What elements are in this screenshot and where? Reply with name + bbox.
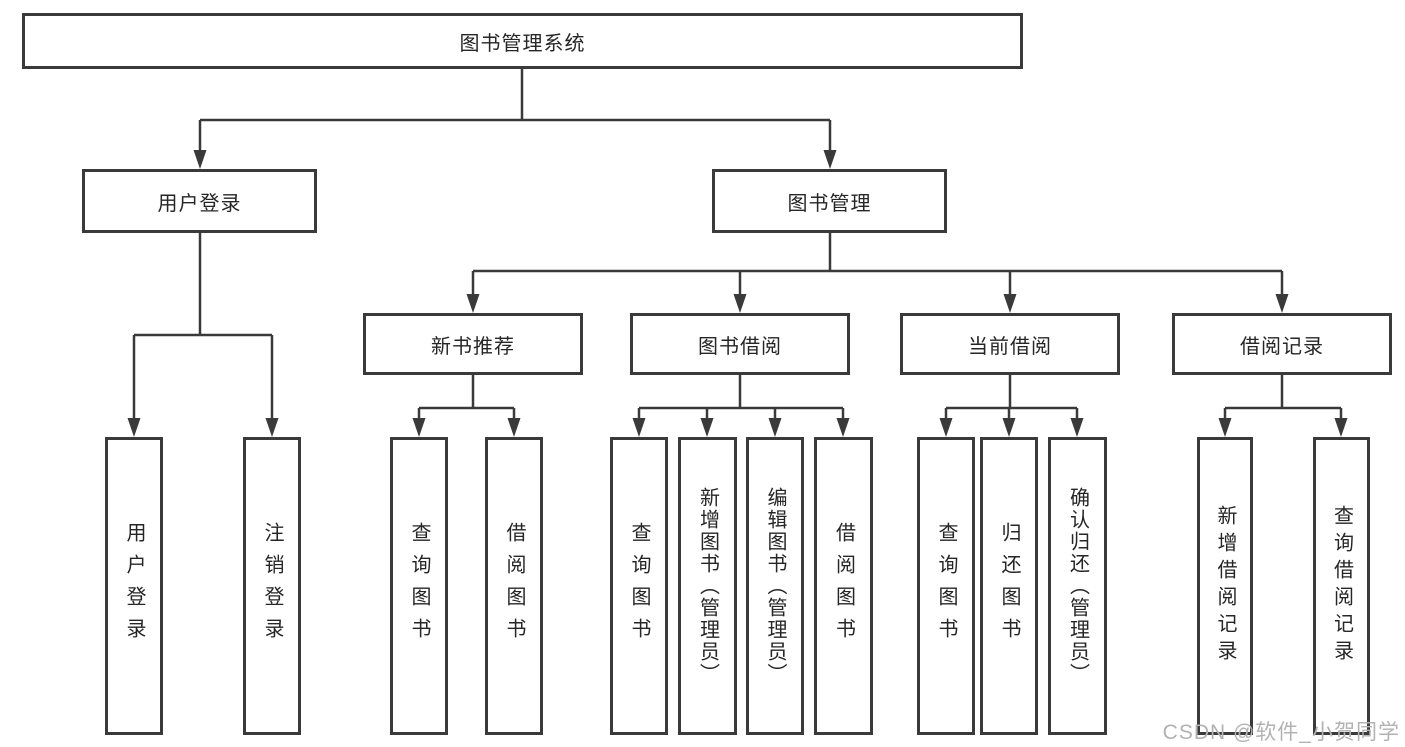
csdn-watermark: CSDN @软件_小贺同学 — [1162, 721, 1400, 744]
node-label: 新增图书（管理员） — [696, 487, 719, 685]
node-label: 注销登录 — [261, 522, 283, 650]
node-label: 确认归还（管理员） — [1066, 487, 1089, 685]
node-label: 归还图书 — [998, 522, 1020, 650]
node-label: 查询借阅记录 — [1330, 505, 1353, 667]
leaf-user-login: 用户登录 — [105, 437, 163, 735]
node-label: 新增借阅记录 — [1214, 505, 1236, 667]
leaf-add-borrow-record: 新增借阅记录 — [1197, 437, 1253, 735]
node-book-borrowing: 图书借阅 — [630, 313, 850, 375]
node-label: 借阅记录 — [1240, 335, 1324, 358]
node-label: 新书推荐 — [431, 335, 515, 358]
node-label: 查询图书 — [935, 522, 957, 650]
leaf-return-book: 归还图书 — [980, 437, 1038, 735]
leaf-borrow-books: 借阅图书 — [814, 437, 873, 735]
node-label: 用户登录 — [123, 522, 145, 650]
node-label: 用户登录 — [157, 192, 242, 215]
leaf-logout-login: 注销登录 — [243, 437, 301, 735]
leaf-confirm-return-admin: 确认归还（管理员） — [1048, 437, 1107, 735]
node-current-borrowing: 当前借阅 — [900, 313, 1120, 375]
node-label: 借阅图书 — [503, 522, 525, 650]
leaf-edit-book-admin: 编辑图书（管理员） — [746, 437, 804, 735]
node-label: 当前借阅 — [968, 335, 1052, 358]
node-label: 图书管理系统 — [459, 32, 586, 55]
leaf-query-books-current: 查询图书 — [917, 437, 975, 735]
node-label: 编辑图书（管理员） — [764, 487, 786, 685]
leaf-query-books-recommend: 查询图书 — [390, 437, 448, 735]
node-label: 图书借阅 — [698, 335, 782, 358]
leaf-query-borrow-record: 查询借阅记录 — [1313, 437, 1370, 735]
node-library-management-system: 图书管理系统 — [22, 13, 1023, 69]
node-borrowing-records: 借阅记录 — [1172, 313, 1392, 375]
leaf-query-books-borrow: 查询图书 — [610, 437, 668, 735]
node-label: 图书管理 — [787, 192, 872, 215]
node-user-login: 用户登录 — [82, 169, 317, 233]
node-label: 借阅图书 — [832, 522, 855, 650]
node-label: 查询图书 — [628, 522, 650, 650]
node-label: 查询图书 — [408, 522, 430, 650]
node-book-management: 图书管理 — [712, 169, 947, 233]
node-new-book-recommend: 新书推荐 — [363, 313, 583, 375]
leaf-add-book-admin: 新增图书（管理员） — [678, 437, 737, 735]
leaf-borrow-books-recommend: 借阅图书 — [485, 437, 543, 735]
